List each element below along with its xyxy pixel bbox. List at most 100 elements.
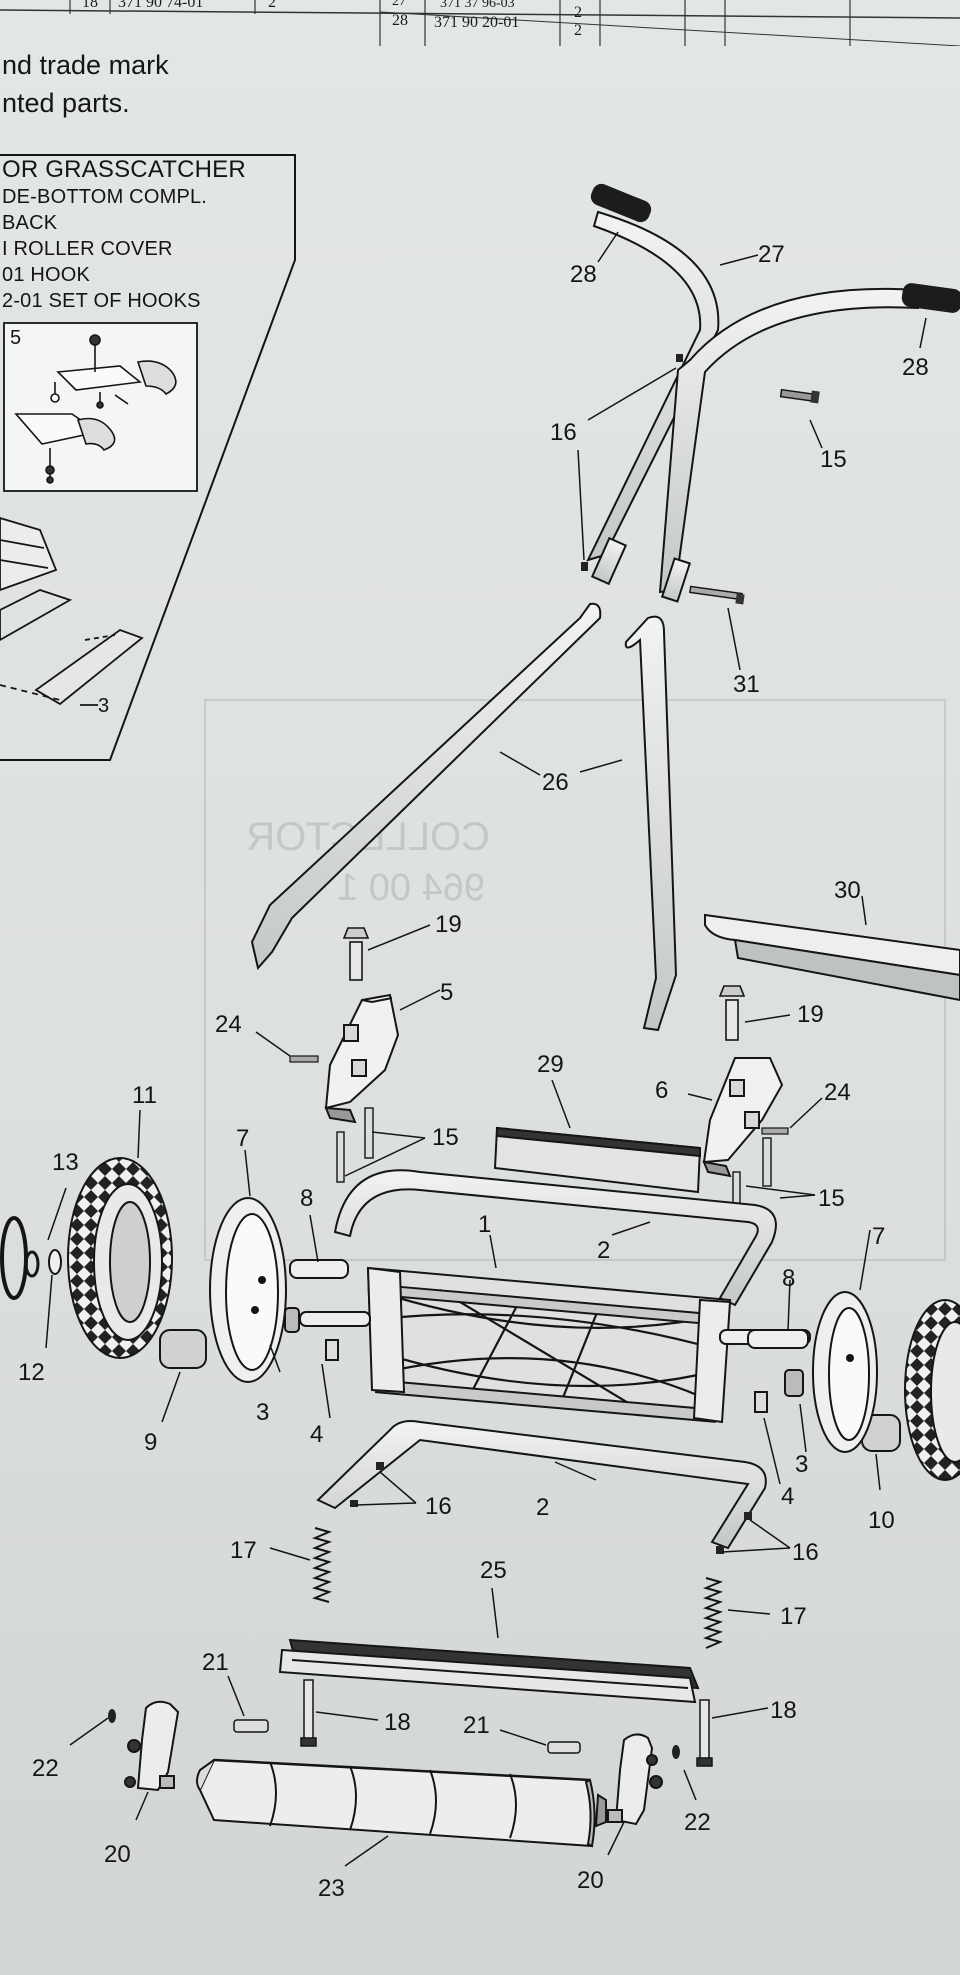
clip-13	[24, 1250, 40, 1278]
callout-label: 7	[236, 1125, 249, 1152]
nuts-16-lower	[350, 1462, 752, 1554]
reel-assembly-1	[366, 1266, 732, 1424]
bolt-24-left	[289, 1055, 319, 1063]
spring-17-left	[312, 1527, 332, 1603]
callout-label: 15	[820, 446, 847, 473]
callout-label: 17	[230, 1537, 257, 1564]
clip-left-partial	[0, 1216, 28, 1300]
bed-knife-25	[278, 1638, 700, 1704]
bolts-15-lower	[336, 1107, 772, 1221]
bolt-31	[689, 585, 745, 605]
callout-label: 22	[32, 1755, 59, 1782]
callout-label: 19	[435, 911, 462, 938]
callout-label: 20	[577, 1867, 604, 1894]
grasscatcher-frame-sketch	[0, 517, 144, 706]
callout-label: 18	[384, 1709, 411, 1736]
leader-lines	[45, 231, 927, 1867]
upper-handle	[586, 210, 919, 603]
bolt-15-upper	[779, 388, 820, 404]
bearing-8-right	[747, 1329, 809, 1349]
table-cell-qty-right-partial: 2	[574, 4, 582, 21]
callout-label: 1	[478, 1211, 491, 1238]
callout-label: 2	[597, 1237, 610, 1264]
frame-tube-2-lower	[316, 1420, 767, 1550]
callout-label: 16	[792, 1539, 819, 1566]
bolt-19-right	[718, 985, 746, 1041]
table-cell-qty-left: 2	[268, 0, 276, 11]
callout-label: 23	[318, 1875, 345, 1902]
callout-label: 10	[868, 1507, 895, 1534]
trademark-note-line2: nted parts.	[2, 88, 130, 118]
side-bracket-6	[702, 1057, 784, 1178]
bedknife-bar-29	[493, 1126, 702, 1194]
table-cell-index-left: 18	[82, 0, 98, 11]
grasscatcher-part-label: 3	[98, 695, 109, 717]
grip-left	[590, 183, 652, 223]
callout-label: 5	[440, 979, 453, 1006]
grasscatcher-title: OR GRASSCATCHER	[2, 156, 246, 183]
inset-label: 5	[10, 327, 21, 349]
callout-label: 18	[770, 1697, 797, 1724]
roller-bracket-20-right	[607, 1733, 663, 1826]
bolt-24-right	[761, 1127, 789, 1135]
grasscatcher-item: I ROLLER COVER	[2, 238, 173, 260]
callout-label: 17	[780, 1603, 807, 1630]
grasscatcher-item: 2-01 SET OF HOOKS	[2, 290, 201, 312]
callout-label: 27	[758, 241, 785, 268]
watermark-code: 964 00 1	[337, 867, 485, 909]
callout-label: 2	[536, 1494, 549, 1521]
grip-right	[901, 283, 960, 313]
callout-label: 21	[463, 1712, 490, 1739]
callout-label: 6	[655, 1077, 668, 1104]
parts-table-fragment: 18 371 90 74-01 2 27 371 37 96-03 2 28 3…	[0, 0, 960, 46]
axle-shaft	[284, 1259, 811, 1413]
bolt-18-left	[300, 1679, 317, 1747]
callout-label: 8	[782, 1265, 795, 1292]
bolt-19-left	[342, 927, 370, 981]
grasscatcher-box: 5	[0, 154, 296, 761]
callout-label: 24	[824, 1079, 851, 1106]
callout-label: 26	[542, 769, 569, 796]
grasscatcher-item: BACK	[2, 212, 58, 234]
gear-wheel-7-left	[209, 1197, 287, 1383]
grasscatcher-item: DE-BOTTOM COMPL.	[2, 186, 208, 208]
table-cell-partno-right: 371 90 20-01	[434, 14, 520, 31]
washer-22-right	[672, 1745, 680, 1759]
pin-21-right	[547, 1741, 581, 1754]
callout-label: 22	[684, 1809, 711, 1836]
callout-label: 11	[132, 1082, 157, 1109]
callout-label: 28	[570, 261, 597, 288]
wheel-tire-right-partial	[904, 1299, 960, 1481]
gear-wheel-7-right	[812, 1291, 878, 1453]
callout-label: 7	[872, 1223, 885, 1250]
pin-21-left	[233, 1719, 269, 1733]
key-4-left	[325, 1339, 339, 1361]
table-cell-partno-left: 371 90 74-01	[118, 0, 204, 11]
callout-label: 12	[18, 1359, 45, 1386]
hook-assembly-sketch	[14, 334, 177, 484]
washer-12	[48, 1249, 62, 1275]
table-cell-index-right-partial: 27	[392, 0, 406, 9]
callout-label: 13	[52, 1149, 79, 1176]
table-cell-partno-right-partial: 371 37 96-03	[440, 0, 515, 11]
callout-label: 19	[797, 1001, 824, 1028]
callout-label: 8	[300, 1185, 313, 1212]
hub-9	[159, 1329, 207, 1369]
grasscatcher-item: 01 HOOK	[2, 264, 91, 286]
pinion-3-left	[284, 1307, 300, 1333]
nut-16-a	[676, 354, 683, 362]
callout-label: 4	[310, 1421, 323, 1448]
callout-label: 15	[818, 1185, 845, 1212]
callout-label: 20	[104, 1841, 131, 1868]
side-bracket-5	[324, 993, 400, 1124]
callout-label: 3	[795, 1451, 808, 1478]
key-4-right	[754, 1391, 768, 1413]
callout-label: 16	[425, 1493, 452, 1520]
callout-label: 9	[144, 1429, 157, 1456]
callout-label: 31	[733, 671, 760, 698]
pinion-3-right	[784, 1369, 804, 1397]
callout-label: 29	[537, 1051, 564, 1078]
nut-16-b	[581, 562, 588, 571]
